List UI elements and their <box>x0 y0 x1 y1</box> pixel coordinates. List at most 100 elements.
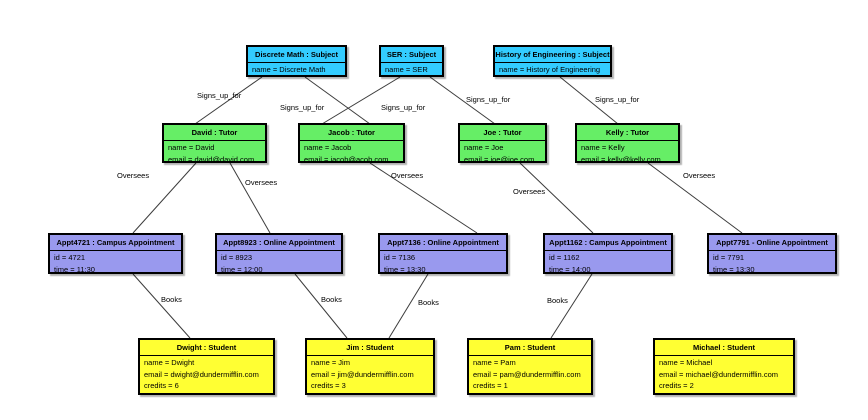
node-attributes: name = Pam email = pam@dundermifflin.com… <box>469 356 591 393</box>
node-attribute: id = 7791 <box>713 253 745 262</box>
node-attribute: name = Joe <box>464 143 504 152</box>
node-dwight-student[interactable]: Dwight : Student name = Dwight email = d… <box>138 338 275 395</box>
node-attribute: name = Dwight <box>144 358 195 367</box>
node-attributes: id = 7136 time = 13:30 <box>380 251 506 274</box>
node-appt8923-online-appointment[interactable]: Appt8923 : Online Appointment id = 8923 … <box>215 233 343 274</box>
node-title: Appt1162 : Campus Appointment <box>545 235 671 251</box>
node-attributes: id = 8923 time = 12:00 <box>217 251 341 274</box>
edge-label-oversees: Oversees <box>245 178 278 187</box>
node-attribute: name = David <box>168 143 215 152</box>
node-title: Appt8923 : Online Appointment <box>217 235 341 251</box>
node-kelly-tutor[interactable]: Kelly : Tutor name = Kelly email = kelly… <box>575 123 680 163</box>
edge-line-oversees-joe-1162 <box>519 162 594 234</box>
edge-label-books: Books <box>321 295 342 304</box>
edge-line-oversees-david-8923 <box>229 162 271 234</box>
node-title: Pam : Student <box>469 340 591 356</box>
node-attributes: id = 7791 time = 13:30 <box>709 251 835 274</box>
node-title: David : Tutor <box>164 125 265 141</box>
node-attribute: email = kelly@kelly.com <box>581 154 661 163</box>
node-attribute: name = Pam <box>473 358 516 367</box>
node-title: Joe : Tutor <box>460 125 545 141</box>
node-appt7791-online-appointment[interactable]: Appt7791 - Online Appointment id = 7791 … <box>707 233 837 274</box>
node-attributes: name = Jacob email = jacob@acob.com <box>300 141 403 163</box>
node-attribute: time = 11:30 <box>54 264 95 274</box>
node-attribute: credits = 6 <box>144 381 179 390</box>
node-title: Dwight : Student <box>140 340 273 356</box>
node-attributes: name = Kelly email = kelly@kelly.com <box>577 141 678 163</box>
node-michael-student[interactable]: Michael : Student name = Michael email =… <box>653 338 795 395</box>
edge-label-books: Books <box>161 295 182 304</box>
node-title: Jim : Student <box>307 340 433 356</box>
node-attribute: credits = 2 <box>659 381 694 390</box>
node-attributes: id = 4721 time = 11:30 <box>50 251 181 274</box>
node-attributes: name = Michael email = michael@dundermif… <box>655 356 793 393</box>
edge-line-signs-up-dm-jacob <box>304 76 371 125</box>
edge-line-books-1162-pam <box>550 273 593 339</box>
node-attribute: name = Jim <box>311 358 350 367</box>
node-attribute: name = Michael <box>659 358 713 367</box>
node-history-of-engineering-subject[interactable]: History of Engineering : Subject name = … <box>493 45 612 77</box>
node-attributes: name = Joe email = joe@joe.com <box>460 141 545 161</box>
edge-label-oversees: Oversees <box>683 171 716 180</box>
node-attribute: email = david@david.com <box>168 154 255 163</box>
node-title: Kelly : Tutor <box>577 125 678 141</box>
node-attribute: name = SER <box>385 65 428 74</box>
node-jim-student[interactable]: Jim : Student name = Jim email = jim@dun… <box>305 338 435 395</box>
node-jacob-tutor[interactable]: Jacob : Tutor name = Jacob email = jacob… <box>298 123 405 163</box>
node-attribute: email = michael@dundermifflin.com <box>659 369 778 379</box>
edge-label-oversees: Oversees <box>117 171 150 180</box>
node-attribute: time = 12:00 <box>221 264 263 274</box>
node-title: Appt7791 - Online Appointment <box>709 235 835 251</box>
node-title: Jacob : Tutor <box>300 125 403 141</box>
node-title: Discrete Math : Subject <box>248 47 345 63</box>
node-appt7136-online-appointment[interactable]: Appt7136 : Online Appointment id = 7136 … <box>378 233 508 274</box>
node-attribute: credits = 3 <box>311 381 346 390</box>
node-attributes: name = David email = david@david.com <box>164 141 265 163</box>
node-attributes: name = History of Engineering <box>495 63 610 75</box>
node-attribute: name = Kelly <box>581 143 625 152</box>
node-attribute: name = Jacob <box>304 143 352 152</box>
node-title: Appt7136 : Online Appointment <box>380 235 506 251</box>
node-attribute: time = 14:00 <box>549 264 591 274</box>
node-attribute: id = 1162 <box>549 253 580 262</box>
edge-label-oversees: Oversees <box>513 187 546 196</box>
node-attribute: email = jim@dundermifflin.com <box>311 369 414 379</box>
node-title: Michael : Student <box>655 340 793 356</box>
node-attribute: time = 13:30 <box>713 264 755 274</box>
node-attribute: id = 4721 <box>54 253 86 262</box>
edge-label-signs-up-for: Signs_up_for <box>595 95 640 104</box>
node-attributes: name = Dwight email = dwight@dundermiffl… <box>140 356 273 393</box>
node-attribute: email = pam@dundermifflin.com <box>473 369 581 379</box>
node-joe-tutor[interactable]: Joe : Tutor name = Joe email = joe@joe.c… <box>458 123 547 163</box>
node-ser-subject[interactable]: SER : Subject name = SER <box>379 45 444 77</box>
edge-label-oversees: Oversees <box>391 171 424 180</box>
node-attributes: name = SER <box>381 63 442 75</box>
edge-line-books-4721-dwight <box>132 273 191 339</box>
node-attributes: id = 1162 time = 14:00 <box>545 251 671 274</box>
node-appt4721-campus-appointment[interactable]: Appt4721 : Campus Appointment id = 4721 … <box>48 233 183 274</box>
node-pam-student[interactable]: Pam : Student name = Pam email = pam@dun… <box>467 338 593 395</box>
node-david-tutor[interactable]: David : Tutor name = David email = david… <box>162 123 267 163</box>
node-attribute: email = jacob@acob.com <box>304 154 389 163</box>
edge-label-books: Books <box>547 296 568 305</box>
node-attribute: name = Discrete Math <box>252 65 326 74</box>
edge-line-oversees-jacob-7136 <box>369 162 478 234</box>
node-attributes: name = Jim email = jim@dundermifflin.com… <box>307 356 433 393</box>
node-attribute: credits = 1 <box>473 381 508 390</box>
node-attribute: id = 7136 <box>384 253 416 262</box>
edge-label-signs-up-for: Signs_up_for <box>197 91 242 100</box>
node-appt1162-campus-appointment[interactable]: Appt1162 : Campus Appointment id = 1162 … <box>543 233 673 274</box>
edge-line-signs-up-dm-david <box>194 76 263 125</box>
node-attribute: time = 13:30 <box>384 264 426 274</box>
edge-label-signs-up-for: Signs_up_for <box>466 95 511 104</box>
edge-label-signs-up-for: Signs_up_for <box>280 103 325 112</box>
node-attribute: id = 8923 <box>221 253 253 262</box>
node-attribute: name = History of Engineering <box>499 65 601 74</box>
edge-line-signs-up-ser-jacob <box>321 76 401 125</box>
edge-line-books-8923-jim <box>294 273 348 339</box>
node-title: Appt4721 : Campus Appointment <box>50 235 181 251</box>
node-discrete-math-subject[interactable]: Discrete Math : Subject name = Discrete … <box>246 45 347 77</box>
node-attributes: name = Discrete Math <box>248 63 345 75</box>
node-attribute: email = dwight@dundermifflin.com <box>144 369 259 379</box>
